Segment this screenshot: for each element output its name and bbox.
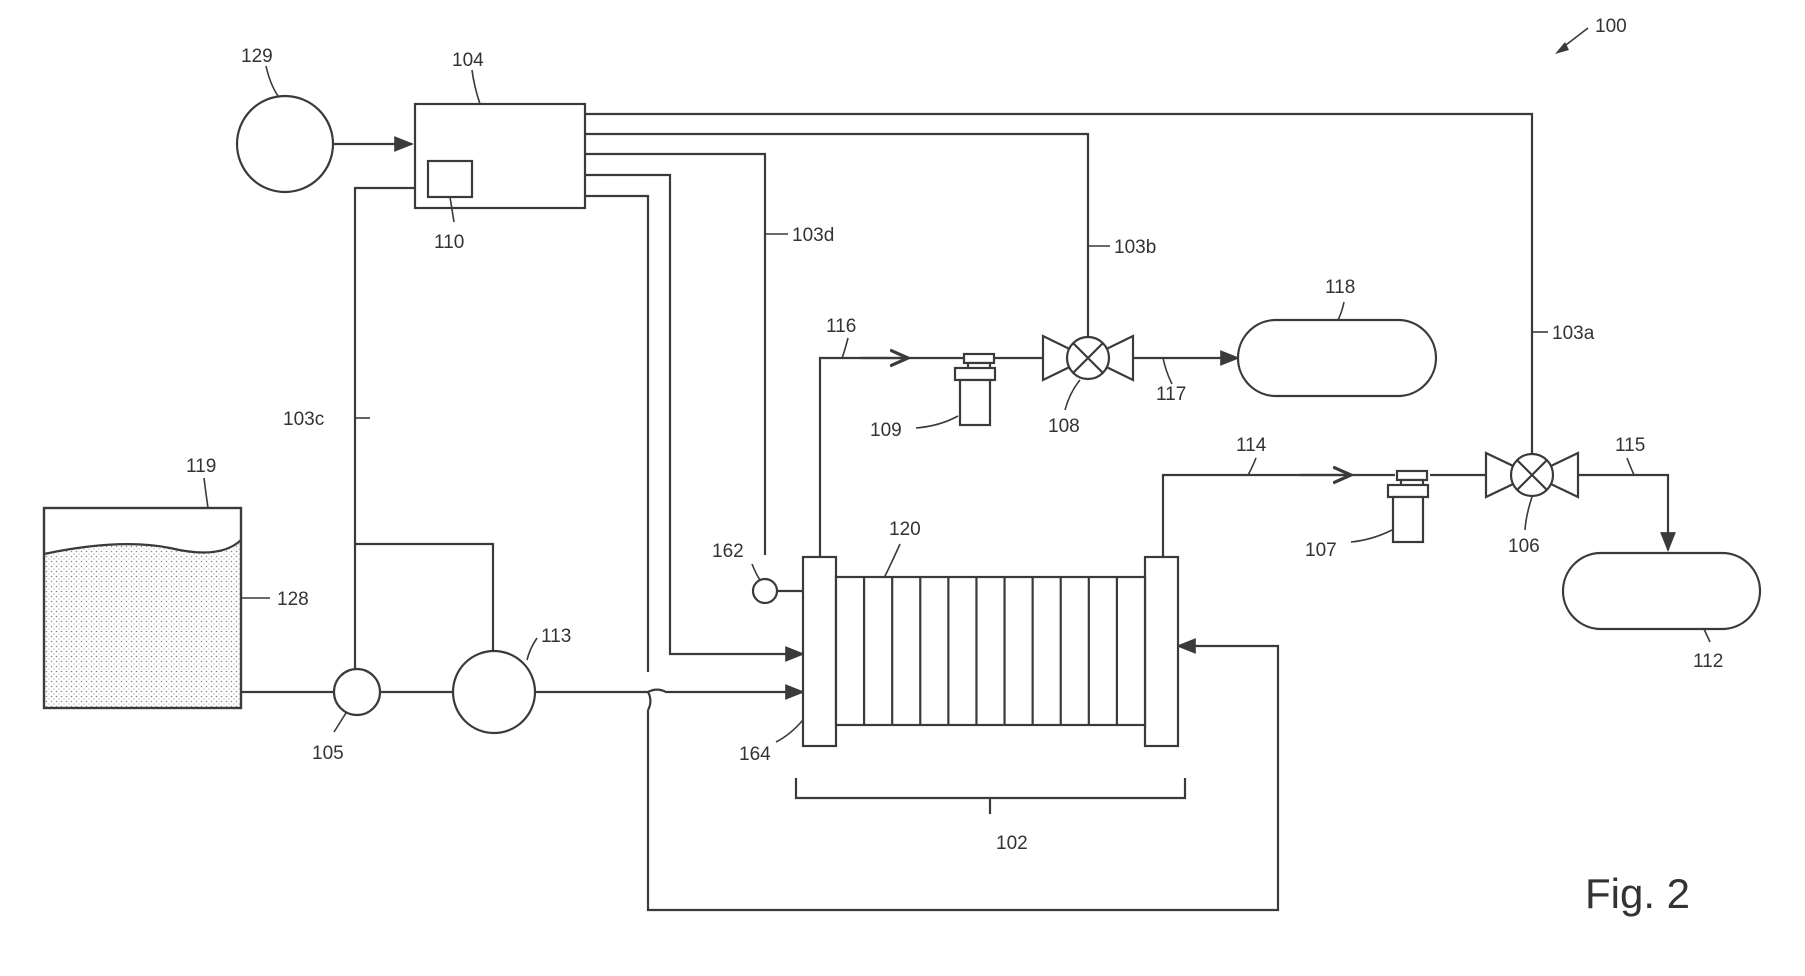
figure-label: Fig. 2 xyxy=(1585,870,1690,917)
tank-112 xyxy=(1563,553,1760,629)
valve-108 xyxy=(1043,336,1133,380)
label-114: 114 xyxy=(1236,435,1267,456)
sensor-107 xyxy=(1388,471,1428,542)
label-115: 115 xyxy=(1615,435,1645,456)
label-119: 119 xyxy=(186,456,216,477)
label-103b: 103b xyxy=(1114,237,1156,258)
label-109: 109 xyxy=(870,420,902,441)
label-113: 113 xyxy=(541,626,571,647)
label-162: 162 xyxy=(712,541,744,562)
label-100: 100 xyxy=(1595,16,1627,37)
label-117: 117 xyxy=(1156,384,1186,405)
valve-105-circle xyxy=(334,669,380,715)
sensor-162-circle xyxy=(753,579,777,603)
label-103c: 103c xyxy=(283,409,324,430)
component-129-circle xyxy=(237,96,333,192)
tank-119 xyxy=(44,508,241,708)
label-108: 108 xyxy=(1048,416,1080,437)
label-116: 116 xyxy=(826,316,856,337)
label-129: 129 xyxy=(241,46,273,67)
label-118: 118 xyxy=(1325,277,1355,298)
label-103a: 103a xyxy=(1552,323,1595,344)
label-104: 104 xyxy=(452,50,484,71)
fuel-cell-stack-102 xyxy=(803,557,1178,746)
label-107: 107 xyxy=(1305,540,1337,561)
valve-106 xyxy=(1486,453,1578,497)
label-103d: 103d xyxy=(792,225,834,246)
label-110: 110 xyxy=(434,232,464,253)
label-112: 112 xyxy=(1693,651,1723,672)
pump-113-circle xyxy=(453,651,535,733)
label-105: 105 xyxy=(312,743,344,764)
label-164: 164 xyxy=(739,744,771,765)
label-128: 128 xyxy=(277,589,309,610)
label-106: 106 xyxy=(1508,536,1540,557)
label-102: 102 xyxy=(996,833,1028,854)
processor-110-box xyxy=(428,161,472,197)
tank-118 xyxy=(1238,320,1436,396)
label-120: 120 xyxy=(889,519,921,540)
sensor-109 xyxy=(955,354,995,425)
stack-102-bracket xyxy=(796,778,1185,814)
